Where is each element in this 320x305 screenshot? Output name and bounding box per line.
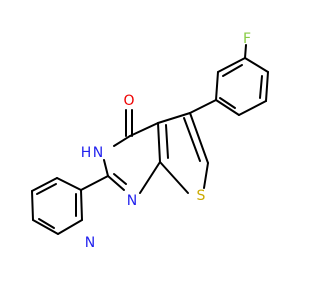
bond-aryl-6 (217, 57, 246, 73)
atom-nitrogen-pyridine: N (85, 235, 95, 251)
atom-hydrogen-n3: H (81, 145, 92, 161)
bond-aryl-c5 (189, 99, 217, 114)
bond-aryl-1 (244, 57, 269, 73)
molecule-structure-diagram: F O S N H N N (31, 31, 269, 251)
bond-pyrim-n1-c7a (139, 161, 161, 194)
atom-fluorine: F (243, 31, 251, 47)
bond-pyrim-c4-c4a (129, 122, 159, 137)
bond-thio-2 (157, 122, 161, 163)
bond-aryl-inner-1 (259, 75, 263, 99)
bond-pyrim-n3-c2 (103, 159, 109, 177)
bond-thio-3 (159, 161, 189, 194)
bond-pyr-4 (31, 190, 34, 221)
bond-aryl-2 (265, 71, 269, 102)
atom-sulfur: S (197, 188, 206, 204)
bond-pyr-inner-3 (36, 183, 57, 195)
atom-oxygen: O (123, 93, 134, 109)
bond-pyrim-c4-n3 (113, 135, 131, 147)
atom-nitrogen-n1: N (127, 193, 137, 209)
bond-aryl-inner-2 (219, 97, 236, 109)
bond-pyr-6 (56, 177, 82, 191)
bond-pyr-3 (32, 219, 59, 235)
bond-aryl-5 (215, 71, 219, 101)
atom-nitrogen-n3: N (93, 145, 103, 161)
bond-thio-inner-2 (183, 117, 201, 162)
bond-c2-pyridyl (80, 175, 109, 191)
bond-aryl-3 (238, 100, 267, 116)
bond-thio-5 (189, 112, 209, 164)
bond-pyr-2 (57, 219, 83, 235)
bond-pyr-1 (80, 189, 83, 221)
bond-layer (31, 44, 269, 235)
bond-thio-inner-1 (165, 124, 169, 159)
molecule-structure-canvas: F O S N H N N (31, 31, 269, 251)
bond-pyrim-c2-n1-2 (113, 173, 127, 185)
bond-aryl-inner-3 (222, 64, 243, 77)
bond-pyrim-c2-n1 (107, 175, 125, 191)
bond-aryl-4 (215, 99, 240, 116)
bond-pyr-5 (31, 177, 58, 192)
bond-thio-4 (203, 162, 209, 189)
bond-thio-1 (157, 112, 191, 124)
bond-pyr-inner-2 (38, 218, 55, 229)
bond-f-c (244, 44, 247, 59)
atom-label-layer: F O S N H N N (81, 31, 251, 251)
